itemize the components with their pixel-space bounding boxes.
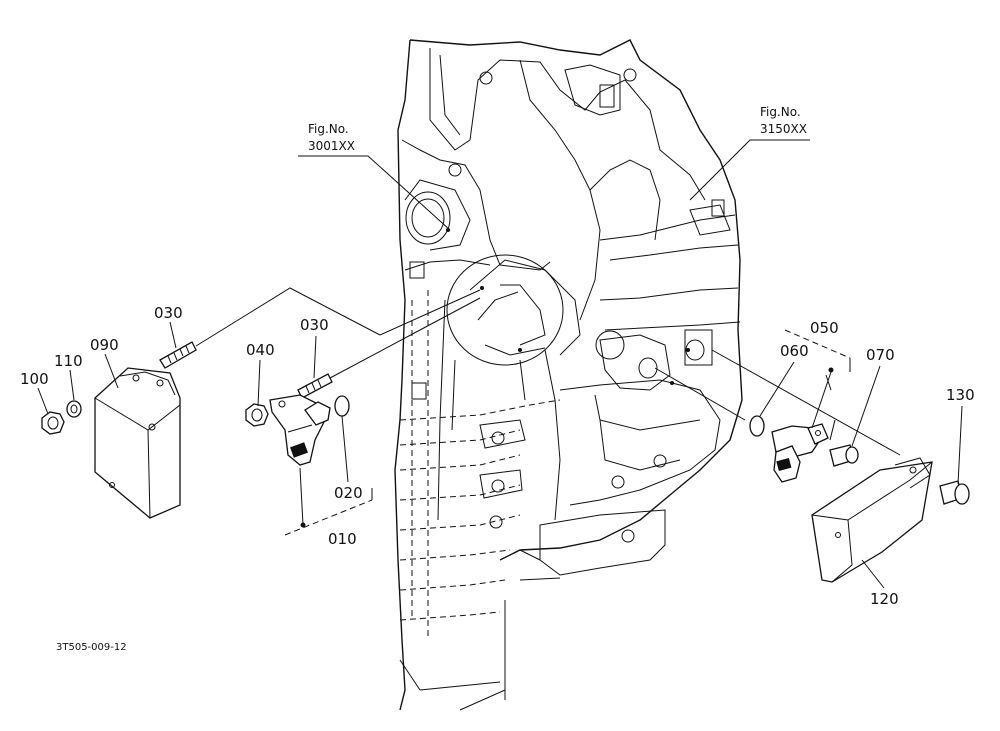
svg-text:130: 130	[946, 386, 975, 404]
label-030-center: 030	[300, 316, 329, 379]
fig-ref-3150xx-line2: 3150XX	[760, 122, 807, 136]
sensor-right-leader-dot	[828, 367, 834, 373]
bolt-070[interactable]	[829, 444, 859, 467]
fig-ref-3150xx: Fig.No. 3150XX	[689, 105, 810, 201]
svg-text:010: 010	[328, 530, 357, 548]
o-ring-020[interactable]	[334, 395, 350, 417]
svg-text:060: 060	[780, 342, 809, 360]
bracket-050	[784, 329, 851, 359]
label-100: 100	[20, 370, 49, 415]
fig-ref-3001xx: Fig.No. 3001XX	[298, 122, 451, 231]
label-050: 050	[810, 319, 839, 337]
center-stud-guide	[329, 297, 481, 379]
svg-text:020: 020	[334, 484, 363, 502]
svg-text:110: 110	[54, 352, 83, 370]
svg-text:090: 090	[90, 336, 119, 354]
svg-text:070: 070	[866, 346, 895, 364]
label-060: 060	[759, 342, 809, 417]
stud-guide-line-2	[379, 289, 481, 336]
speed-sensor-right[interactable]	[771, 423, 829, 483]
sensor-leader-dot	[300, 522, 306, 528]
svg-text:100: 100	[20, 370, 49, 388]
label-120: 120	[861, 559, 899, 608]
right-guide-line-2	[711, 349, 901, 456]
drawing-code: 3T505-009-12	[56, 642, 127, 653]
stud-guide-line	[195, 287, 381, 347]
fig-ref-3150xx-leader	[689, 139, 810, 201]
transmission-housing	[394, 39, 743, 711]
fig-ref-3001xx-leader	[298, 155, 451, 231]
cover-090[interactable]	[94, 367, 181, 519]
washer-110[interactable]	[66, 400, 82, 418]
stud-030-left[interactable]	[159, 341, 197, 369]
speed-sensor[interactable]	[269, 394, 331, 466]
svg-text:050: 050	[810, 319, 839, 337]
nut-040[interactable]	[245, 403, 269, 427]
label-070: 070	[851, 346, 895, 447]
nut-100[interactable]	[41, 411, 65, 435]
svg-text:040: 040	[246, 341, 275, 359]
label-090: 090	[90, 336, 119, 389]
stud-030-center[interactable]	[297, 373, 333, 399]
fig-ref-3150xx-line1: Fig.No.	[760, 105, 801, 119]
label-040: 040	[246, 341, 275, 407]
svg-text:030: 030	[154, 304, 183, 322]
bolt-130[interactable]	[939, 480, 970, 505]
fig-ref-3001xx-line2: 3001XX	[308, 139, 355, 153]
label-110: 110	[54, 352, 83, 401]
bracket-010	[284, 499, 373, 536]
cover-120[interactable]	[811, 457, 933, 583]
label-010: 010	[328, 530, 357, 548]
label-020: 020	[334, 415, 363, 502]
o-ring-060[interactable]	[749, 415, 765, 437]
label-130: 130	[946, 386, 975, 485]
sensor-right-leader	[811, 371, 832, 429]
right-guide-line	[654, 367, 746, 421]
label-030-left: 030	[154, 304, 183, 349]
fig-ref-3001xx-line1: Fig.No.	[308, 122, 349, 136]
svg-text:030: 030	[300, 316, 329, 334]
sensor-leader-010	[299, 467, 304, 526]
svg-text:120: 120	[870, 590, 899, 608]
